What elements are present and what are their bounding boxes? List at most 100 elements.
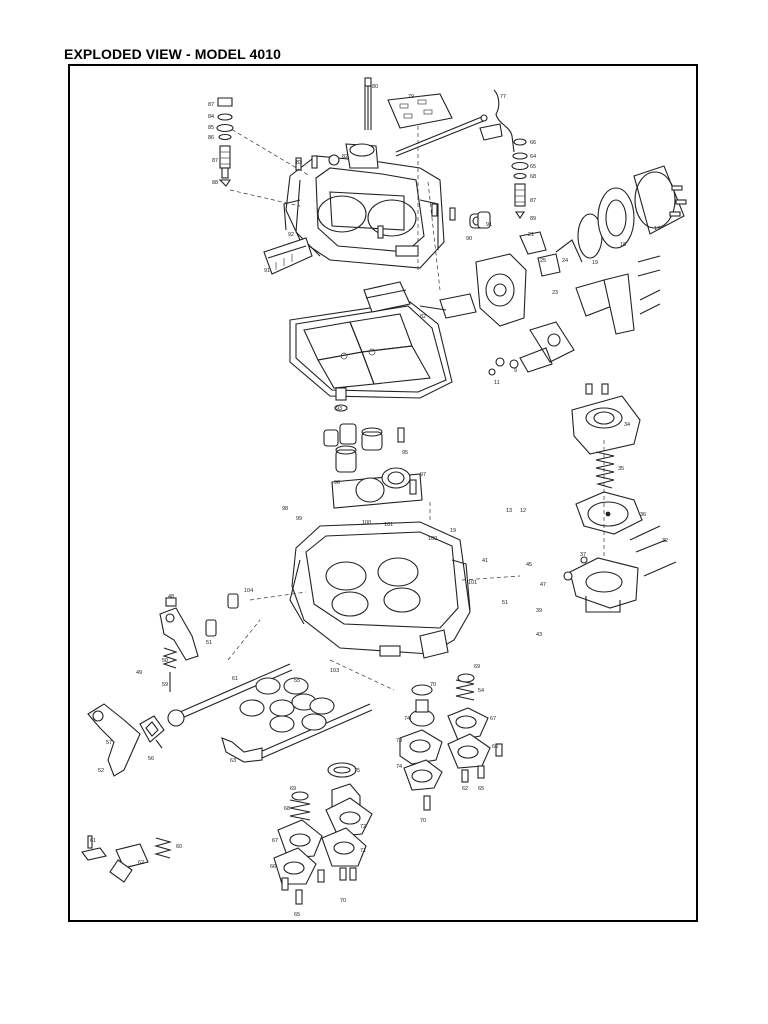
svg-text:70: 70 [340, 898, 346, 904]
float-bowl-right [399, 673, 503, 811]
svg-text:87: 87 [530, 198, 536, 204]
svg-text:39: 39 [536, 608, 542, 614]
svg-text:85: 85 [208, 125, 214, 131]
svg-text:65: 65 [478, 786, 484, 792]
svg-text:65: 65 [294, 912, 300, 918]
svg-text:68: 68 [284, 806, 290, 812]
svg-text:100: 100 [428, 536, 437, 542]
venturi-clusters [323, 387, 423, 509]
svg-text:92: 92 [288, 232, 294, 238]
svg-text:75: 75 [354, 768, 360, 774]
svg-text:11: 11 [494, 380, 500, 386]
svg-text:62: 62 [462, 786, 468, 792]
svg-text:87: 87 [208, 102, 214, 108]
main-gasket [289, 281, 453, 399]
main-body [227, 500, 521, 661]
svg-text:23: 23 [552, 290, 558, 296]
svg-text:32: 32 [662, 538, 668, 544]
pump-linkage [419, 231, 661, 376]
svg-text:12: 12 [520, 508, 526, 514]
svg-text:66: 66 [270, 864, 276, 870]
svg-text:54: 54 [478, 688, 484, 694]
svg-text:91: 91 [486, 222, 492, 228]
svg-text:55: 55 [294, 678, 300, 684]
svg-text:66: 66 [530, 140, 536, 146]
svg-text:66: 66 [492, 744, 498, 750]
svg-text:24: 24 [562, 258, 568, 264]
svg-text:61: 61 [90, 838, 96, 844]
needle-seat-stack-left [216, 97, 234, 187]
svg-text:63: 63 [230, 758, 236, 764]
svg-text:37: 37 [580, 552, 586, 558]
svg-text:60: 60 [176, 844, 182, 850]
svg-text:104: 104 [244, 588, 253, 594]
throttle-shafts [87, 659, 395, 777]
svg-text:80: 80 [372, 84, 378, 90]
svg-text:96: 96 [334, 480, 340, 486]
svg-text:82: 82 [420, 314, 426, 320]
svg-text:90: 90 [466, 236, 472, 242]
svg-text:45: 45 [526, 562, 532, 568]
svg-text:52: 52 [98, 768, 104, 774]
choke-housing [469, 165, 687, 259]
svg-text:9: 9 [514, 368, 517, 374]
diagram-frame [68, 64, 698, 922]
svg-text:69: 69 [290, 786, 296, 792]
secondary-diaphragm [563, 383, 677, 613]
svg-text:57: 57 [106, 740, 112, 746]
svg-text:19: 19 [592, 260, 598, 266]
svg-text:74: 74 [396, 764, 402, 770]
svg-text:87: 87 [212, 158, 218, 164]
svg-text:67: 67 [272, 838, 278, 844]
svg-text:64: 64 [530, 154, 536, 160]
svg-text:43: 43 [536, 632, 542, 638]
svg-text:93: 93 [336, 406, 342, 412]
svg-text:65: 65 [530, 164, 536, 170]
svg-text:86: 86 [208, 135, 214, 141]
svg-text:88: 88 [212, 180, 218, 186]
svg-text:70: 70 [430, 682, 436, 688]
svg-text:35: 35 [618, 466, 624, 472]
svg-text:21: 21 [528, 232, 534, 238]
svg-text:48: 48 [168, 594, 174, 600]
svg-text:95: 95 [402, 450, 408, 456]
svg-text:100: 100 [362, 520, 371, 526]
svg-text:68: 68 [530, 174, 536, 180]
svg-text:13: 13 [506, 508, 512, 514]
svg-text:41: 41 [482, 558, 488, 564]
svg-text:83: 83 [296, 160, 302, 166]
page-title: EXPLODED VIEW - MODEL 4010 [64, 46, 282, 62]
svg-text:74: 74 [404, 716, 410, 722]
svg-text:84: 84 [208, 114, 214, 120]
svg-text:61: 61 [232, 676, 238, 682]
svg-text:98: 98 [282, 506, 288, 512]
svg-text:50: 50 [162, 658, 168, 664]
svg-text:51: 51 [206, 640, 212, 646]
svg-text:34: 34 [624, 422, 630, 428]
svg-text:79: 79 [408, 94, 414, 100]
svg-text:73: 73 [396, 738, 402, 744]
air-horn-assembly [225, 77, 515, 291]
svg-text:71: 71 [360, 848, 366, 854]
svg-text:99: 99 [296, 516, 302, 522]
svg-text:89: 89 [530, 216, 536, 222]
svg-text:67: 67 [490, 716, 496, 722]
part-number-labels: 87 84 85 86 87 88 80 79 77 66 64 65 68 8… [90, 84, 668, 918]
svg-text:101: 101 [468, 580, 477, 586]
svg-text:49: 49 [136, 670, 142, 676]
svg-text:77: 77 [500, 94, 506, 100]
svg-text:18: 18 [620, 242, 626, 248]
svg-text:72: 72 [360, 824, 366, 830]
svg-text:82: 82 [342, 154, 348, 160]
svg-text:101: 101 [384, 522, 393, 528]
svg-text:62: 62 [138, 860, 144, 866]
svg-text:91: 91 [264, 268, 270, 274]
svg-text:36: 36 [640, 512, 646, 518]
svg-text:69: 69 [474, 664, 480, 670]
svg-text:25: 25 [540, 258, 546, 264]
svg-text:97: 97 [420, 472, 426, 478]
svg-text:103: 103 [330, 668, 339, 674]
needle-seat-stack-right [511, 138, 529, 219]
svg-text:47: 47 [540, 582, 546, 588]
